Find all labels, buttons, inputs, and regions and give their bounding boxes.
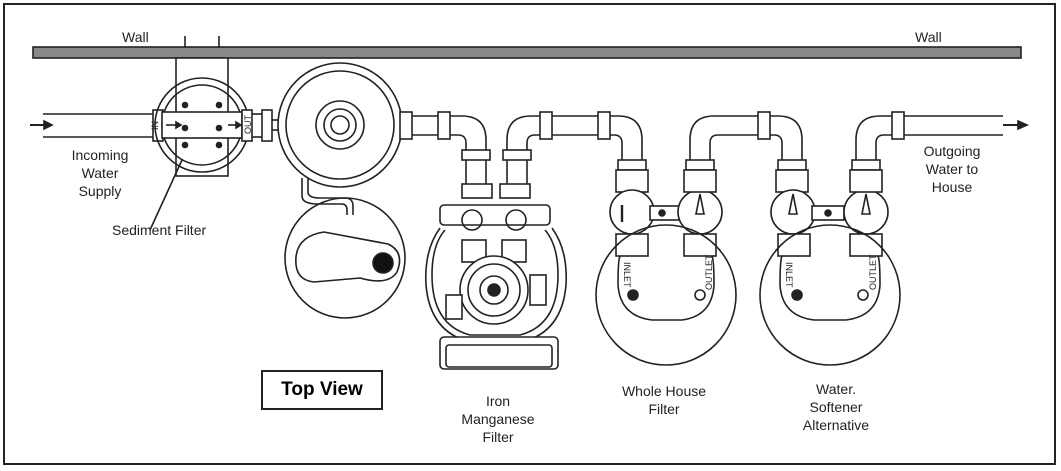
top-view-label: Top View bbox=[261, 370, 383, 410]
wall-label-left: Wall bbox=[122, 29, 149, 45]
incoming-pipe bbox=[43, 109, 164, 142]
sediment-filter bbox=[149, 57, 273, 231]
pipe-iron-outlet bbox=[502, 111, 643, 184]
bypass-handle bbox=[284, 197, 406, 319]
whole-house-filter bbox=[595, 111, 803, 366]
wall-bar bbox=[32, 46, 1022, 59]
whole-outlet-tag: OUTLET bbox=[704, 254, 714, 290]
iron-filter-unit bbox=[424, 183, 568, 370]
diagram-frame bbox=[3, 3, 1056, 465]
tank-top-view bbox=[272, 62, 438, 215]
soft-outlet-tag: OUTLET bbox=[868, 254, 878, 290]
sediment-filter-label: Sediment Filter bbox=[112, 222, 207, 238]
out-tag: OUT bbox=[243, 115, 253, 135]
in-tag: IN bbox=[150, 121, 160, 130]
wall-label-right: Wall bbox=[915, 29, 942, 45]
pipe-iron-inlet bbox=[437, 111, 491, 184]
soft-inlet-tag: INLET bbox=[784, 262, 794, 288]
softener-alternative bbox=[759, 111, 1003, 366]
whole-inlet-tag: INLET bbox=[622, 262, 632, 288]
